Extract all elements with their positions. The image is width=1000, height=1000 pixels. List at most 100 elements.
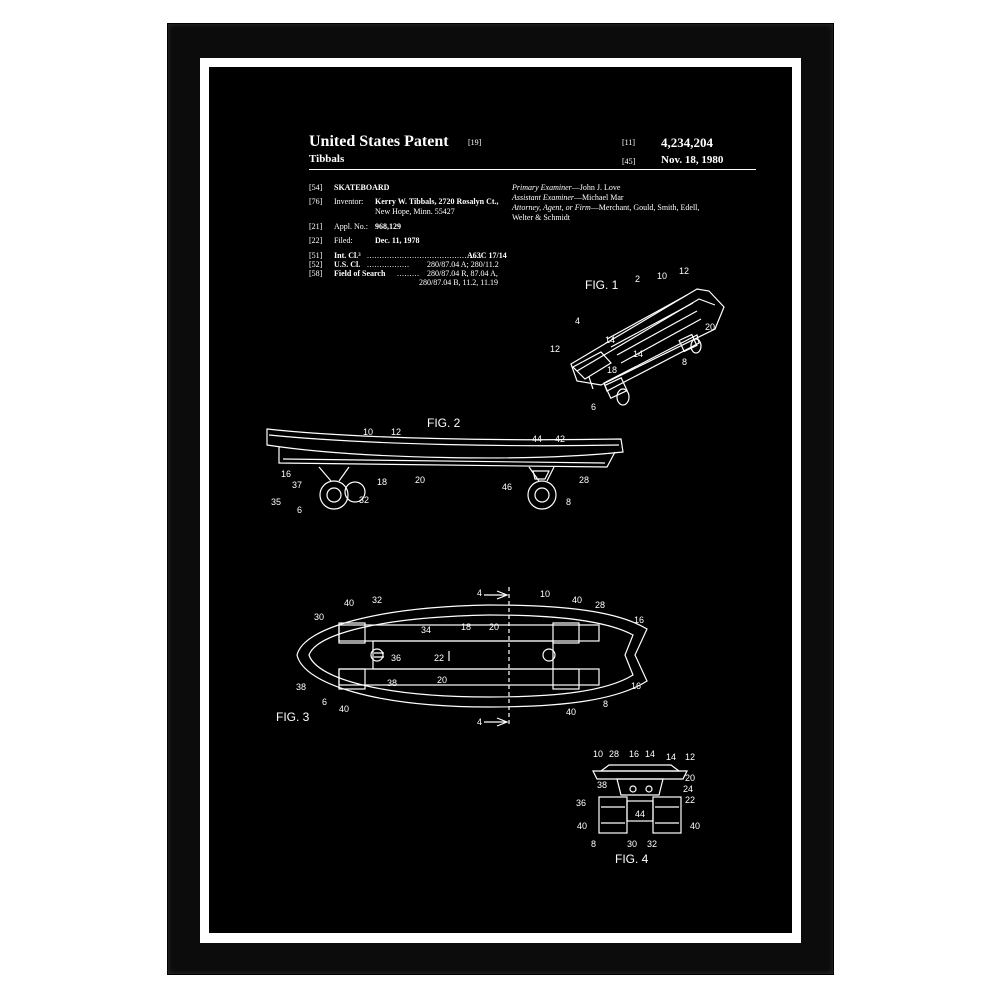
fig2-drawing xyxy=(266,428,624,510)
ref-6: 6 xyxy=(591,402,597,412)
ref-40c: 40 xyxy=(339,704,350,714)
appl-number: 968,129 xyxy=(375,222,401,231)
ref-28-fig4: 28 xyxy=(609,749,620,759)
code-54: [54] xyxy=(309,183,323,192)
fig1-label: FIG. 1 xyxy=(585,278,619,292)
ref-20-fig4: 20 xyxy=(685,773,696,783)
ref-8-fig3: 8 xyxy=(603,699,609,709)
inventor-line2: New Hope, Minn. 55427 xyxy=(375,207,455,216)
ref-20-fig3: 20 xyxy=(489,622,500,632)
ref-38b: 38 xyxy=(387,678,398,688)
ref-14b-fig4: 14 xyxy=(666,752,677,762)
fig2-label: FIG. 2 xyxy=(427,416,461,430)
ref-40: 40 xyxy=(344,598,355,608)
ref-10: 10 xyxy=(657,271,668,281)
fig4-drawing xyxy=(592,764,688,834)
fig3-drawing xyxy=(296,587,648,727)
ref-14: 14 xyxy=(605,335,616,345)
fig3-label: FIG. 3 xyxy=(276,710,310,724)
ref-40d: 40 xyxy=(566,707,577,717)
code-58: [58] xyxy=(309,269,323,278)
fig1-drawing xyxy=(570,288,725,406)
code-52: [52] xyxy=(309,260,323,269)
ref-24: 24 xyxy=(683,784,694,794)
attorney-label: Attorney, Agent, or Firm xyxy=(512,203,591,212)
date-code: [45] xyxy=(622,157,636,166)
ref-32: 32 xyxy=(359,495,370,505)
ref-20: 20 xyxy=(705,322,716,332)
ref-32-fig4: 32 xyxy=(647,839,658,849)
ref-22: 22 xyxy=(434,653,445,663)
ref-18-fig3: 18 xyxy=(461,622,472,632)
ref-38-fig4: 38 xyxy=(597,780,608,790)
ref-14-fig4: 14 xyxy=(645,749,656,759)
ref-10-fig2: 10 xyxy=(363,427,374,437)
filed-date: Dec. 11, 1978 xyxy=(375,236,420,245)
ref-44-fig4: 44 xyxy=(635,809,646,819)
ref-12: 12 xyxy=(679,266,690,276)
code-76: [76] xyxy=(309,197,323,206)
attorney-firm: —Merchant, Gould, Smith, Edell, Welter &… xyxy=(512,203,700,222)
ref-8: 8 xyxy=(682,357,688,367)
ref-16-fig3: 16 xyxy=(634,615,645,625)
ref-6-fig3: 6 xyxy=(322,697,328,707)
ref-4: 4 xyxy=(575,316,581,326)
ref-28: 28 xyxy=(579,475,590,485)
ref-44: 44 xyxy=(532,434,543,444)
uscl-value: 280/87.04 A; 280/11.2 xyxy=(427,260,499,269)
header-rule xyxy=(309,169,756,170)
inventor-line1: Kerry W. Tibbals, 2720 Rosalyn Ct., xyxy=(375,197,499,206)
intcl-value: A63C 17/14 xyxy=(467,251,507,260)
ref-46: 46 xyxy=(502,482,513,492)
inventor-label: Inventor: xyxy=(334,197,364,206)
ref-6-fig2: 6 xyxy=(297,505,303,515)
ref-38: 38 xyxy=(296,682,307,692)
search-line2: 280/87.04 B, 11.2, 11.19 xyxy=(419,278,498,287)
inventor-surname: Tibbals xyxy=(309,153,345,165)
ref-10-fig3: 10 xyxy=(540,589,551,599)
ref-8-fig4: 8 xyxy=(591,839,597,849)
patent-title: United States Patent xyxy=(309,133,449,150)
assistant-label: Assistant Examiner xyxy=(512,193,574,202)
filed-label: Filed: xyxy=(334,236,353,245)
ref-40b-fig4: 40 xyxy=(690,821,701,831)
intcl-label: Int. Cl.³ xyxy=(334,251,361,260)
patent-drawings xyxy=(266,288,725,834)
patent-poster: United States Patent [19] [11] 4,234,204… xyxy=(209,67,792,933)
ref-12b: 12 xyxy=(550,344,561,354)
uscl-label: U.S. Cl. xyxy=(334,260,361,269)
number-code: [11] xyxy=(622,138,636,147)
ref-section-top: 4 xyxy=(477,588,483,598)
search-leader: ......... xyxy=(397,269,420,278)
ref-30-fig4: 30 xyxy=(627,839,638,849)
invention-title: SKATEBOARD xyxy=(334,183,390,192)
assistant-examiner: —Michael Mar xyxy=(574,193,624,202)
ref-20-fig2: 20 xyxy=(415,475,426,485)
primary-examiner: —John J. Love xyxy=(571,183,621,192)
code-51: [51] xyxy=(309,251,323,260)
ref-16-fig4: 16 xyxy=(629,749,640,759)
ref-34: 34 xyxy=(421,625,432,635)
ref-30: 30 xyxy=(314,612,325,622)
examiners-block: Primary Examiner—John J. Love Assistant … xyxy=(512,183,747,223)
ref-12-fig2: 12 xyxy=(391,427,402,437)
ref-18-fig2: 18 xyxy=(377,477,388,487)
appl-label: Appl. No.: xyxy=(334,222,368,231)
patent-number: 4,234,204 xyxy=(661,135,713,150)
ref-40b: 40 xyxy=(572,595,583,605)
ref-16b-fig3: 16 xyxy=(631,681,642,691)
ref-36-fig4: 36 xyxy=(576,798,587,808)
ref-10-fig4: 10 xyxy=(593,749,604,759)
intcl-leader: ........................................… xyxy=(367,251,482,260)
ref-22-fig4: 22 xyxy=(685,795,696,805)
ref-28-fig3: 28 xyxy=(595,600,606,610)
ref-37: 37 xyxy=(292,480,303,490)
ref-35: 35 xyxy=(271,497,282,507)
ref-36: 36 xyxy=(391,653,402,663)
ref-8-fig2: 8 xyxy=(566,497,572,507)
ref-32-fig3: 32 xyxy=(372,595,383,605)
ref-18: 18 xyxy=(607,365,618,375)
patent-date: Nov. 18, 1980 xyxy=(661,154,724,166)
ref-40-fig4: 40 xyxy=(577,821,588,831)
title-code: [19] xyxy=(468,138,482,147)
